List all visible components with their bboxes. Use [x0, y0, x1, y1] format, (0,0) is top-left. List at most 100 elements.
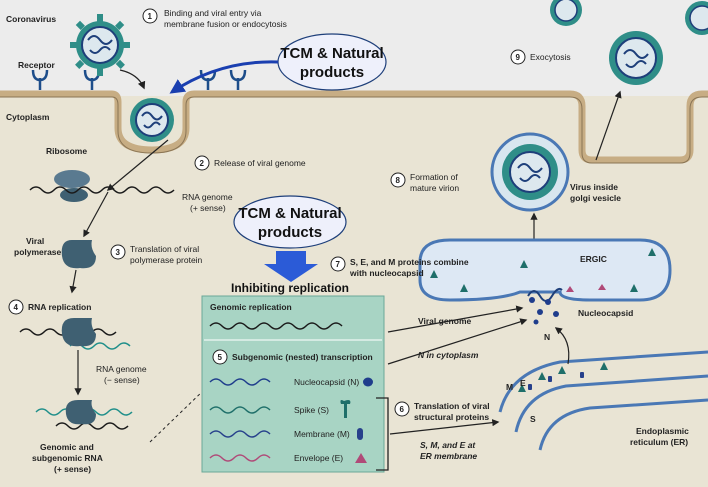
panel-genomic-strand [209, 322, 343, 330]
panel-row-spike: Spike (S) [294, 405, 329, 415]
ergic-envelope [566, 284, 606, 292]
step-5-line1: Subgenomic (nested) transcription [232, 352, 373, 362]
step-4-line1: RNA replication [28, 302, 91, 312]
label-s: S [530, 414, 536, 424]
label-er-1: Endoplasmic [636, 426, 689, 436]
label-rna-genome-minus-2: (− sense) [104, 375, 140, 385]
panel-row-nucleocapsid: Nucleocapsid (N) [294, 377, 359, 387]
step-7-line2: with nucleocapsid [349, 268, 424, 278]
panel-row-membrane: Membrane (M) [294, 429, 350, 439]
ribosome-icon [54, 170, 90, 202]
step-7-line1: S, E, and M proteins combine [350, 257, 469, 267]
label-rna-genome-minus-1: RNA genome [96, 364, 147, 374]
step-1-line2: membrane fusion or endocytosis [164, 19, 287, 29]
structural-bracket [376, 397, 389, 471]
label-n: N [544, 332, 550, 342]
step-1-line1: Binding and viral entry via [164, 8, 262, 18]
tcm-ellipse-middle [233, 195, 347, 249]
endocytosed-virion-icon [130, 98, 174, 142]
step-9-line1: Exocytosis [530, 52, 571, 62]
label-e: E [520, 378, 526, 388]
viral-polymerase-icon [61, 240, 96, 269]
tcm-inhibit-arrow [169, 60, 279, 94]
er-spike-proteins [518, 362, 608, 392]
label-sme-er-2: ER membrane [420, 451, 477, 461]
step-8-line2: mature virion [410, 183, 459, 193]
step-2-badge [194, 155, 210, 171]
entry-arrow [119, 69, 146, 90]
n-cytoplasm-arrow [387, 318, 528, 365]
exocytosis-arrow [595, 90, 622, 161]
step-3-badge [110, 244, 126, 260]
step-3-number: 3 [116, 248, 121, 257]
nucleocapsid-strand [209, 378, 271, 386]
tcm-middle-line1: TCM & Natural [238, 205, 341, 222]
step-2-number: 2 [200, 159, 205, 168]
release-arrow [106, 139, 169, 191]
step-8-line1: Formation of [410, 172, 458, 182]
envelope-protein-icon [355, 453, 367, 463]
structural-to-er-arrow [389, 419, 500, 435]
label-viral-polymerase-1: Viral [26, 236, 44, 246]
tcm-top-line2: products [300, 64, 364, 81]
step-7-number: 7 [336, 260, 341, 269]
step-5-number: 5 [218, 353, 223, 362]
step-4-number: 4 [14, 303, 19, 312]
dotted-connector [149, 387, 207, 443]
spike-strand [209, 406, 271, 414]
step-8-badge [390, 172, 406, 188]
ribosome-to-polymerase-arrow [83, 191, 109, 238]
inhibit-down-arrow [264, 251, 318, 282]
coronavirus-icon [70, 14, 130, 76]
replication-polymerase-icon [61, 318, 96, 347]
step-6-number: 6 [400, 405, 405, 414]
exocytosed-virion-icon [550, 0, 708, 85]
er-membrane [498, 350, 708, 451]
label-coronavirus: Coronavirus [6, 14, 56, 24]
label-m: M [506, 382, 513, 392]
label-receptor: Receptor [18, 60, 56, 70]
panel-genomic-replication: Genomic replication [210, 302, 292, 312]
step-7-badge [330, 256, 346, 272]
panel-row-envelope: Envelope (E) [294, 453, 343, 463]
label-ergic: ERGIC [580, 254, 607, 264]
step-8-number: 8 [396, 176, 401, 185]
label-genomic-sub-2: subgenomic RNA [32, 453, 103, 463]
step-1-badge [142, 8, 158, 24]
step-3-line2: polymerase protein [130, 255, 203, 265]
step-2-line1: Release of viral genome [214, 158, 306, 168]
label-rna-genome-plus-2: (+ sense) [190, 203, 226, 213]
er-to-nucleocapsid-arrow [554, 327, 570, 365]
membrane-protein-icon [357, 428, 363, 440]
label-ribosome: Ribosome [46, 146, 87, 156]
tcm-top-line1: TCM & Natural [280, 45, 383, 62]
step-3-line1: Translation of viral [130, 244, 199, 254]
ergic-compartment [418, 238, 672, 302]
ergic-proteins [430, 248, 656, 292]
genomic-strand-2 [55, 422, 129, 430]
inhibiting-label: Inhibiting replication [231, 281, 349, 295]
golgi-vesicle-icon [490, 132, 570, 212]
label-n-in-cytoplasm: N in cytoplasm [418, 350, 479, 360]
label-virus-golgi-1: Virus inside [570, 182, 618, 192]
genomic-polymerase-icon [65, 400, 96, 425]
label-virus-golgi-2: golgi vesicle [570, 193, 621, 203]
step-6-badge [394, 401, 410, 417]
viral-genome-arrow [387, 305, 524, 333]
label-viral-polymerase-2: polymerase [14, 247, 62, 257]
nucleocapsid-protein-icon [363, 377, 373, 387]
label-genomic-sub-3: (+ sense) [54, 464, 91, 474]
label-viral-genome: Viral genome [418, 316, 471, 326]
step-4-badge [8, 299, 24, 315]
receptor-icon [31, 69, 247, 90]
step-9-badge [510, 49, 526, 65]
step-5-badge [212, 349, 228, 365]
step-9-number: 9 [516, 53, 521, 62]
er-membrane-proteins [528, 372, 584, 390]
label-genomic-sub-1: Genomic and [40, 442, 94, 452]
tcm-ellipse-top [277, 33, 387, 91]
nucleocapsid-icon [527, 287, 563, 325]
step-6-line1: Translation of viral [414, 401, 490, 411]
